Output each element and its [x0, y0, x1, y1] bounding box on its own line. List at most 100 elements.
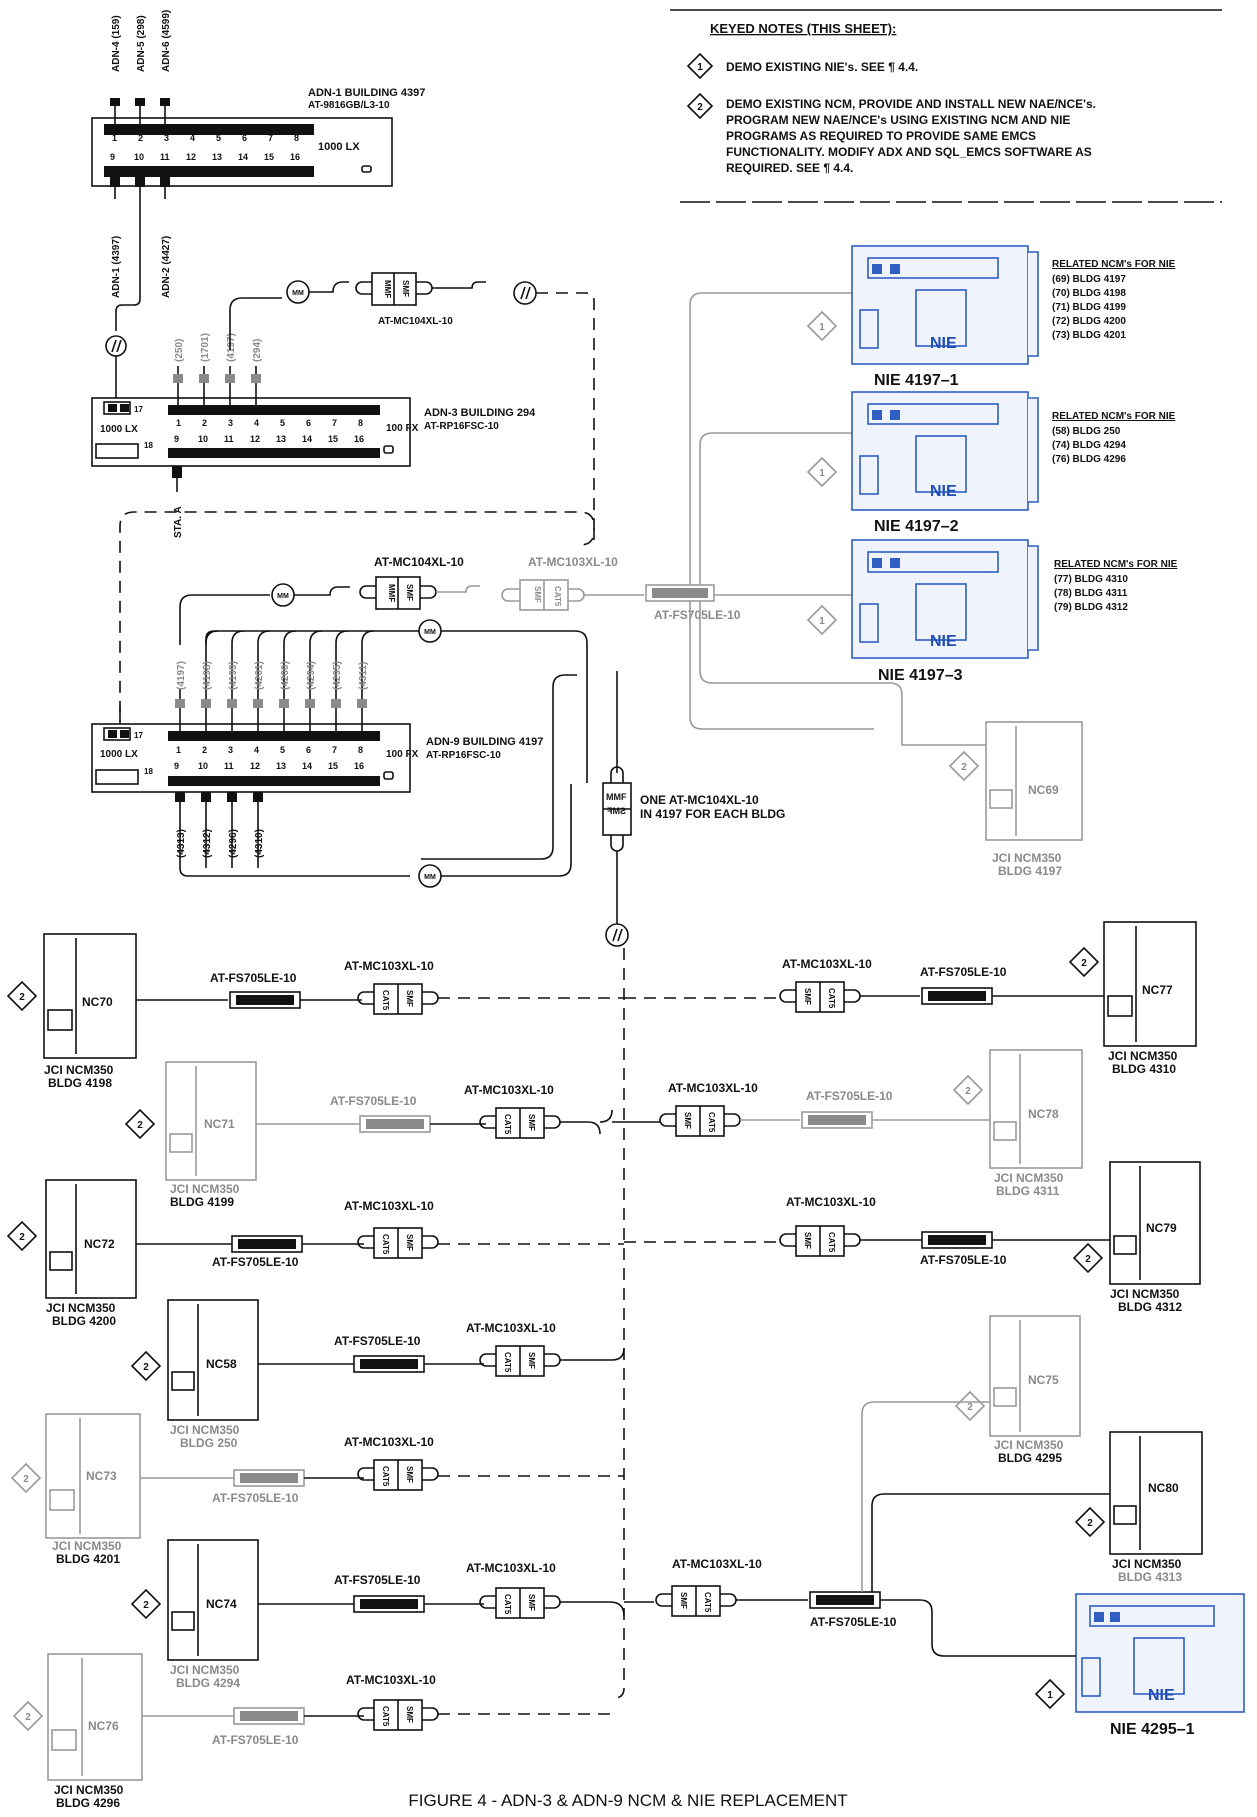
svg-text:2: 2	[25, 1712, 31, 1723]
adn-1-downlink-adn1: ADN-1 (4397)	[111, 236, 122, 298]
note-2-line-1: DEMO EXISTING NCM, PROVIDE AND INSTALL N…	[726, 97, 1096, 111]
svg-text:AT-MC103XL-10: AT-MC103XL-10	[344, 1199, 434, 1213]
svg-text:AT-FS705LE-10: AT-FS705LE-10	[806, 1089, 893, 1103]
svg-text:RELATED NCM's FOR NIE: RELATED NCM's FOR NIE	[1052, 411, 1176, 422]
svg-text:AT-FS705LE-10: AT-FS705LE-10	[920, 1253, 1007, 1267]
svg-text:JCI NCM350: JCI NCM350	[1110, 1287, 1180, 1301]
svg-text:16: 16	[354, 761, 364, 771]
svg-text:SMF: SMF	[683, 1112, 692, 1129]
adn-1-model: AT-9816GB/L3-10	[308, 100, 390, 111]
svg-text:2: 2	[19, 992, 25, 1003]
svg-text:AT-FS705LE-10: AT-FS705LE-10	[810, 1615, 897, 1629]
svg-text:(76) BLDG 4296: (76) BLDG 4296	[1052, 454, 1126, 465]
ncm-nc76: NC76 JCI NCM350 BLDG 4296 2	[12, 1653, 143, 1810]
adn-9-speed-right: 100 FX	[386, 749, 419, 760]
mc103-nc71: CAT5 SMF AT-MC103XL-10	[464, 1083, 561, 1139]
svg-text:JCI NCM350: JCI NCM350	[44, 1063, 114, 1077]
svg-text:12: 12	[250, 761, 260, 771]
svg-text:CAT5: CAT5	[503, 1352, 512, 1373]
svg-text:2: 2	[965, 1086, 971, 1097]
ncm-nc70: NC70 JCI NCM350 BLDG 4198 2	[6, 933, 137, 1090]
svg-text:MM: MM	[292, 290, 304, 297]
svg-text:10: 10	[198, 761, 208, 771]
svg-text:SMF: SMF	[803, 988, 812, 1005]
adn-9-title: ADN-9 BUILDING 4197	[426, 736, 543, 748]
svg-text:2: 2	[143, 1362, 149, 1373]
svg-text:9: 9	[174, 434, 179, 444]
svg-text:JCI NCM350: JCI NCM350	[170, 1663, 240, 1677]
mc103-nc79: SMF CAT5 AT-MC103XL-10	[779, 1195, 876, 1257]
mc103-nc58: CAT5 SMF AT-MC103XL-10	[466, 1321, 561, 1377]
svg-text:(4294): (4294)	[306, 661, 317, 690]
svg-text:AT-MC103XL-10: AT-MC103XL-10	[782, 957, 872, 971]
svg-text:4: 4	[254, 745, 259, 755]
break-symbol	[513, 281, 537, 305]
mc104-middle-label: AT-MC104XL-10	[374, 555, 464, 569]
svg-text:NC76: NC76	[88, 1719, 119, 1733]
note-2-line-4: FUNCTIONALITY. MODIFY ADX AND SQL_EMCS S…	[726, 145, 1092, 159]
adn-3-link-250: (250)	[174, 339, 185, 362]
svg-text:SMF: SMF	[527, 1114, 536, 1131]
svg-text:(4198): (4198)	[202, 661, 213, 690]
adn-9-switch: 17 1000 LX 18 1 2 3 4 5 6 7 8 9 10 11 12…	[91, 630, 543, 877]
svg-text:BLDG 4296: BLDG 4296	[56, 1796, 120, 1810]
svg-text:BLDG 4310: BLDG 4310	[1112, 1062, 1176, 1076]
svg-text:1: 1	[176, 745, 181, 755]
ncm-nc77: NC77 JCI NCM350 BLDG 4310 2	[1068, 921, 1197, 1076]
nie-4197-2: NIE NIE 4197–2 1 RELATED NCM's FOR NIE (…	[806, 391, 1176, 535]
svg-text:JCI NCM350: JCI NCM350	[170, 1182, 240, 1196]
svg-text:1: 1	[176, 418, 181, 428]
svg-text:11: 11	[160, 152, 170, 162]
svg-text:AT-FS705LE-10: AT-FS705LE-10	[920, 965, 1007, 979]
adn-3-title: ADN-3 BUILDING 294	[424, 407, 536, 419]
svg-text:(4201): (4201)	[254, 661, 265, 690]
svg-text:8: 8	[358, 745, 363, 755]
note-2-line-2: PROGRAM NEW NAE/NCE's USING EXISTING NCM…	[726, 113, 1070, 127]
svg-text:AT-MC103XL-10: AT-MC103XL-10	[346, 1673, 436, 1687]
keyed-notes: KEYED NOTES (THIS SHEET): 1 DEMO EXISTIN…	[670, 9, 1222, 203]
svg-text:SMF: SMF	[527, 1352, 536, 1369]
ncm-nc74: NC74 JCI NCM350 BLDG 4294 2	[130, 1539, 259, 1690]
svg-text:MM: MM	[424, 629, 436, 636]
nie-4295-1-face: NIE	[1148, 1687, 1175, 1704]
one-per-bldg-line-1: ONE AT-MC104XL-10	[640, 793, 759, 807]
svg-text:BLDG 4294: BLDG 4294	[176, 1676, 240, 1690]
adn-1-downlink-adn2: ADN-2 (4427)	[161, 236, 172, 298]
svg-text:2: 2	[23, 1474, 29, 1485]
svg-text:BLDG 4200: BLDG 4200	[52, 1314, 116, 1328]
svg-text:15: 15	[264, 152, 274, 162]
svg-text:SMF: SMF	[401, 280, 410, 297]
adn-1-speed: 1000 LX	[318, 141, 360, 153]
note-2-diamond	[686, 92, 714, 120]
svg-text:RELATED NCM's FOR NIE: RELATED NCM's FOR NIE	[1054, 559, 1178, 570]
nie-4197-1-face: NIE	[930, 335, 957, 352]
mc103-nc78: SMF CAT5 AT-MC103XL-10	[659, 1081, 758, 1137]
mc103-nc76: CAT5 SMF AT-MC103XL-10	[346, 1673, 439, 1731]
svg-text:2: 2	[1085, 1254, 1091, 1265]
svg-text:AT-FS705LE-10: AT-FS705LE-10	[212, 1733, 299, 1747]
svg-text:3: 3	[228, 745, 233, 755]
svg-text:11: 11	[224, 761, 234, 771]
ncm-nc79: NC79 JCI NCM350 BLDG 4312 2	[1072, 1161, 1201, 1314]
nie-4197-2-label: NIE 4197–2	[874, 518, 959, 535]
svg-text:MMF: MMF	[383, 280, 392, 298]
mc103-middle-label: AT-MC103XL-10	[528, 555, 618, 569]
svg-text:JCI NCM350: JCI NCM350	[1108, 1049, 1178, 1063]
svg-text:NC58: NC58	[206, 1357, 237, 1371]
svg-text:NC80: NC80	[1148, 1481, 1179, 1495]
svg-text:JCI NCM350: JCI NCM350	[994, 1171, 1064, 1185]
mc103-nc74: CAT5 SMF AT-MC103XL-10	[466, 1561, 561, 1619]
svg-text:12: 12	[250, 434, 260, 444]
svg-text:(4296): (4296)	[228, 829, 239, 858]
svg-text:17: 17	[134, 731, 143, 740]
svg-text:(58) BLDG 250: (58) BLDG 250	[1052, 426, 1121, 437]
svg-text:JCI NCM350: JCI NCM350	[54, 1783, 124, 1797]
svg-text:SMF: SMF	[405, 1466, 414, 1483]
svg-text:AT-FS705LE-10: AT-FS705LE-10	[334, 1573, 421, 1587]
svg-text:AT-MC103XL-10: AT-MC103XL-10	[344, 1435, 434, 1449]
adn-1-uplink-adn5: ADN-5 (298)	[136, 15, 147, 72]
switch-fs705-top: AT-FS705LE-10	[645, 584, 741, 622]
svg-text:SMF: SMF	[405, 1706, 414, 1723]
svg-text:4: 4	[190, 133, 195, 143]
mc103-nc72: CAT5 SMF AT-MC103XL-10	[344, 1199, 439, 1259]
